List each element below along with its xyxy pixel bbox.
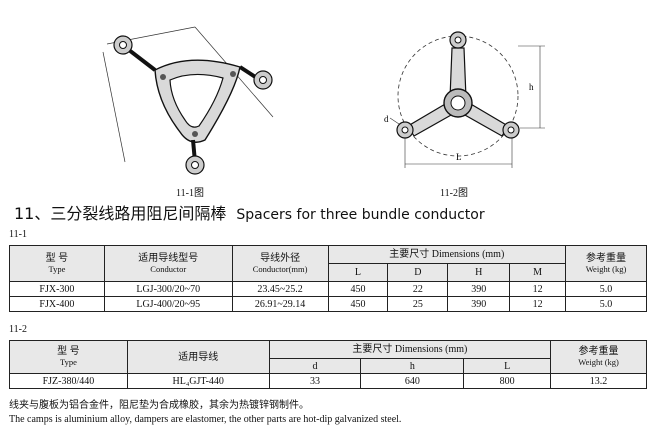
t1-cell-type: FJX-300	[9, 281, 105, 297]
table1-label: 11-1	[9, 229, 27, 240]
t2-cell-weight: 13.2	[550, 373, 647, 389]
t2-header-d: d	[268, 358, 362, 374]
t1-cell-H: 390	[447, 281, 511, 297]
figure-11-2: h L d	[380, 18, 555, 183]
note-cn: 线夹与腹板为铝合金件，阻尼垫为合成橡胶，其余为热镀锌钢制件。	[9, 400, 309, 411]
section-title-en: Spacers for three bundle conductor	[236, 207, 485, 223]
t1-cell-weight: 5.0	[565, 296, 647, 312]
t2-header-dims: 主要尺寸 Dimensions (mm)	[268, 340, 552, 359]
t1-cell-type: FJX-400	[9, 296, 105, 312]
t2-cell-conductor: HL₄GJT-440	[126, 373, 270, 389]
figure-11-2-caption: 11-2图	[440, 188, 468, 199]
t1-cell-D: 25	[387, 296, 449, 312]
dim-d-label: d	[384, 114, 389, 124]
dim-L-label: L	[456, 152, 462, 162]
t1-cell-M: 12	[509, 281, 567, 297]
t2-cell-L: 800	[463, 373, 552, 389]
t2-header-h: h	[360, 358, 465, 374]
section-title: 11、三分裂线路用阻尼间隔棒 Spacers for three bundle c…	[14, 200, 485, 224]
t1-cell-D: 22	[387, 281, 449, 297]
t1-cell-L: 450	[327, 296, 389, 312]
t1-cell-diameter: 26.91~29.14	[231, 296, 329, 312]
section-title-cn: 11、三分裂线路用阻尼间隔棒	[14, 204, 227, 223]
t1-cell-L: 450	[327, 281, 389, 297]
t1-header-M: M	[509, 263, 567, 282]
t2-cell-d: 33	[268, 373, 362, 389]
figure-11-1	[95, 22, 285, 182]
t1-cell-M: 12	[509, 296, 567, 312]
t1-cell-conductor: LGJ-400/20~95	[103, 296, 233, 312]
t2-cell-h: 640	[360, 373, 465, 389]
t1-cell-H: 390	[447, 296, 511, 312]
note-en: The camps is aluminium alloy, dampers ar…	[9, 414, 402, 425]
t2-header-L: L	[463, 358, 552, 374]
t1-cell-weight: 5.0	[565, 281, 647, 297]
figure-11-1-caption: 11-1图	[176, 188, 204, 199]
table-row: FJZ-380/440 HL₄GJT-440 33 640 800 13.2	[9, 373, 647, 389]
table-row: FJX-400 LGJ-400/20~95 26.91~29.14 450 25…	[9, 296, 647, 312]
t1-header-H: H	[447, 263, 511, 282]
t1-cell-conductor: LGJ-300/20~70	[103, 281, 233, 297]
t1-cell-diameter: 23.45~25.2	[231, 281, 329, 297]
table-row: FJX-300 LGJ-300/20~70 23.45~25.2 450 22 …	[9, 281, 647, 297]
dim-h-label: h	[529, 82, 534, 92]
table2-label: 11-2	[9, 324, 27, 335]
t1-header-L: L	[327, 263, 389, 282]
t1-header-D: D	[387, 263, 449, 282]
t1-header-dims: 主要尺寸 Dimensions (mm)	[327, 245, 567, 264]
t2-header-conductor: 适用导线	[126, 340, 270, 374]
t2-cell-type: FJZ-380/440	[9, 373, 128, 389]
